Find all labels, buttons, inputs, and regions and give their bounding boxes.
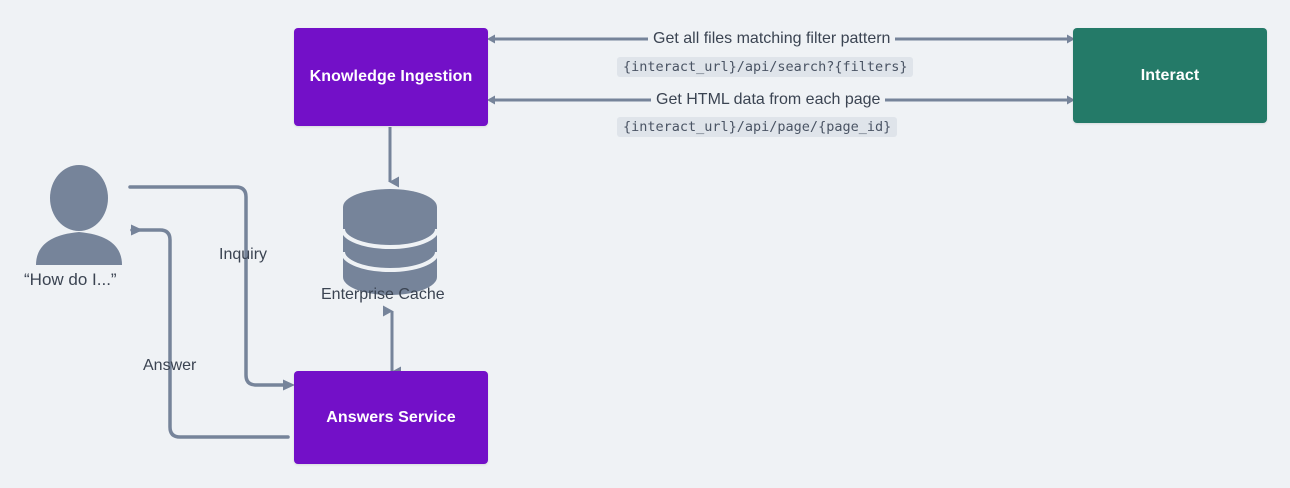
edge-label-search: Get all files matching filter pattern [648, 30, 896, 48]
user-quote-label: “How do I...” [24, 270, 117, 289]
database-cylinder-icon [341, 189, 439, 295]
node-knowledge-ingestion[interactable]: Knowledge Ingestion [294, 28, 488, 126]
node-knowledge-ingestion-label: Knowledge Ingestion [309, 68, 473, 85]
edge-label-page: Get HTML data from each page [651, 91, 886, 109]
edge-code-search: {interact_url}/api/search?{filters} [617, 57, 914, 77]
node-answers-service-label: Answers Service [326, 408, 456, 426]
node-answers-service[interactable]: Answers Service [294, 371, 488, 464]
node-enterprise-cache-label: Enterprise Cache [321, 286, 445, 303]
node-interact[interactable]: Interact [1073, 28, 1267, 123]
edge-label-answer: Answer [143, 357, 197, 374]
user-avatar-icon [36, 165, 122, 265]
edge-inquiry-path [128, 185, 295, 391]
edge-label-inquiry: Inquiry [219, 246, 268, 263]
node-interact-label: Interact [1140, 66, 1200, 84]
edge-code-page: {interact_url}/api/page/{page_id} [617, 117, 898, 137]
edge-answer-path [130, 224, 290, 439]
